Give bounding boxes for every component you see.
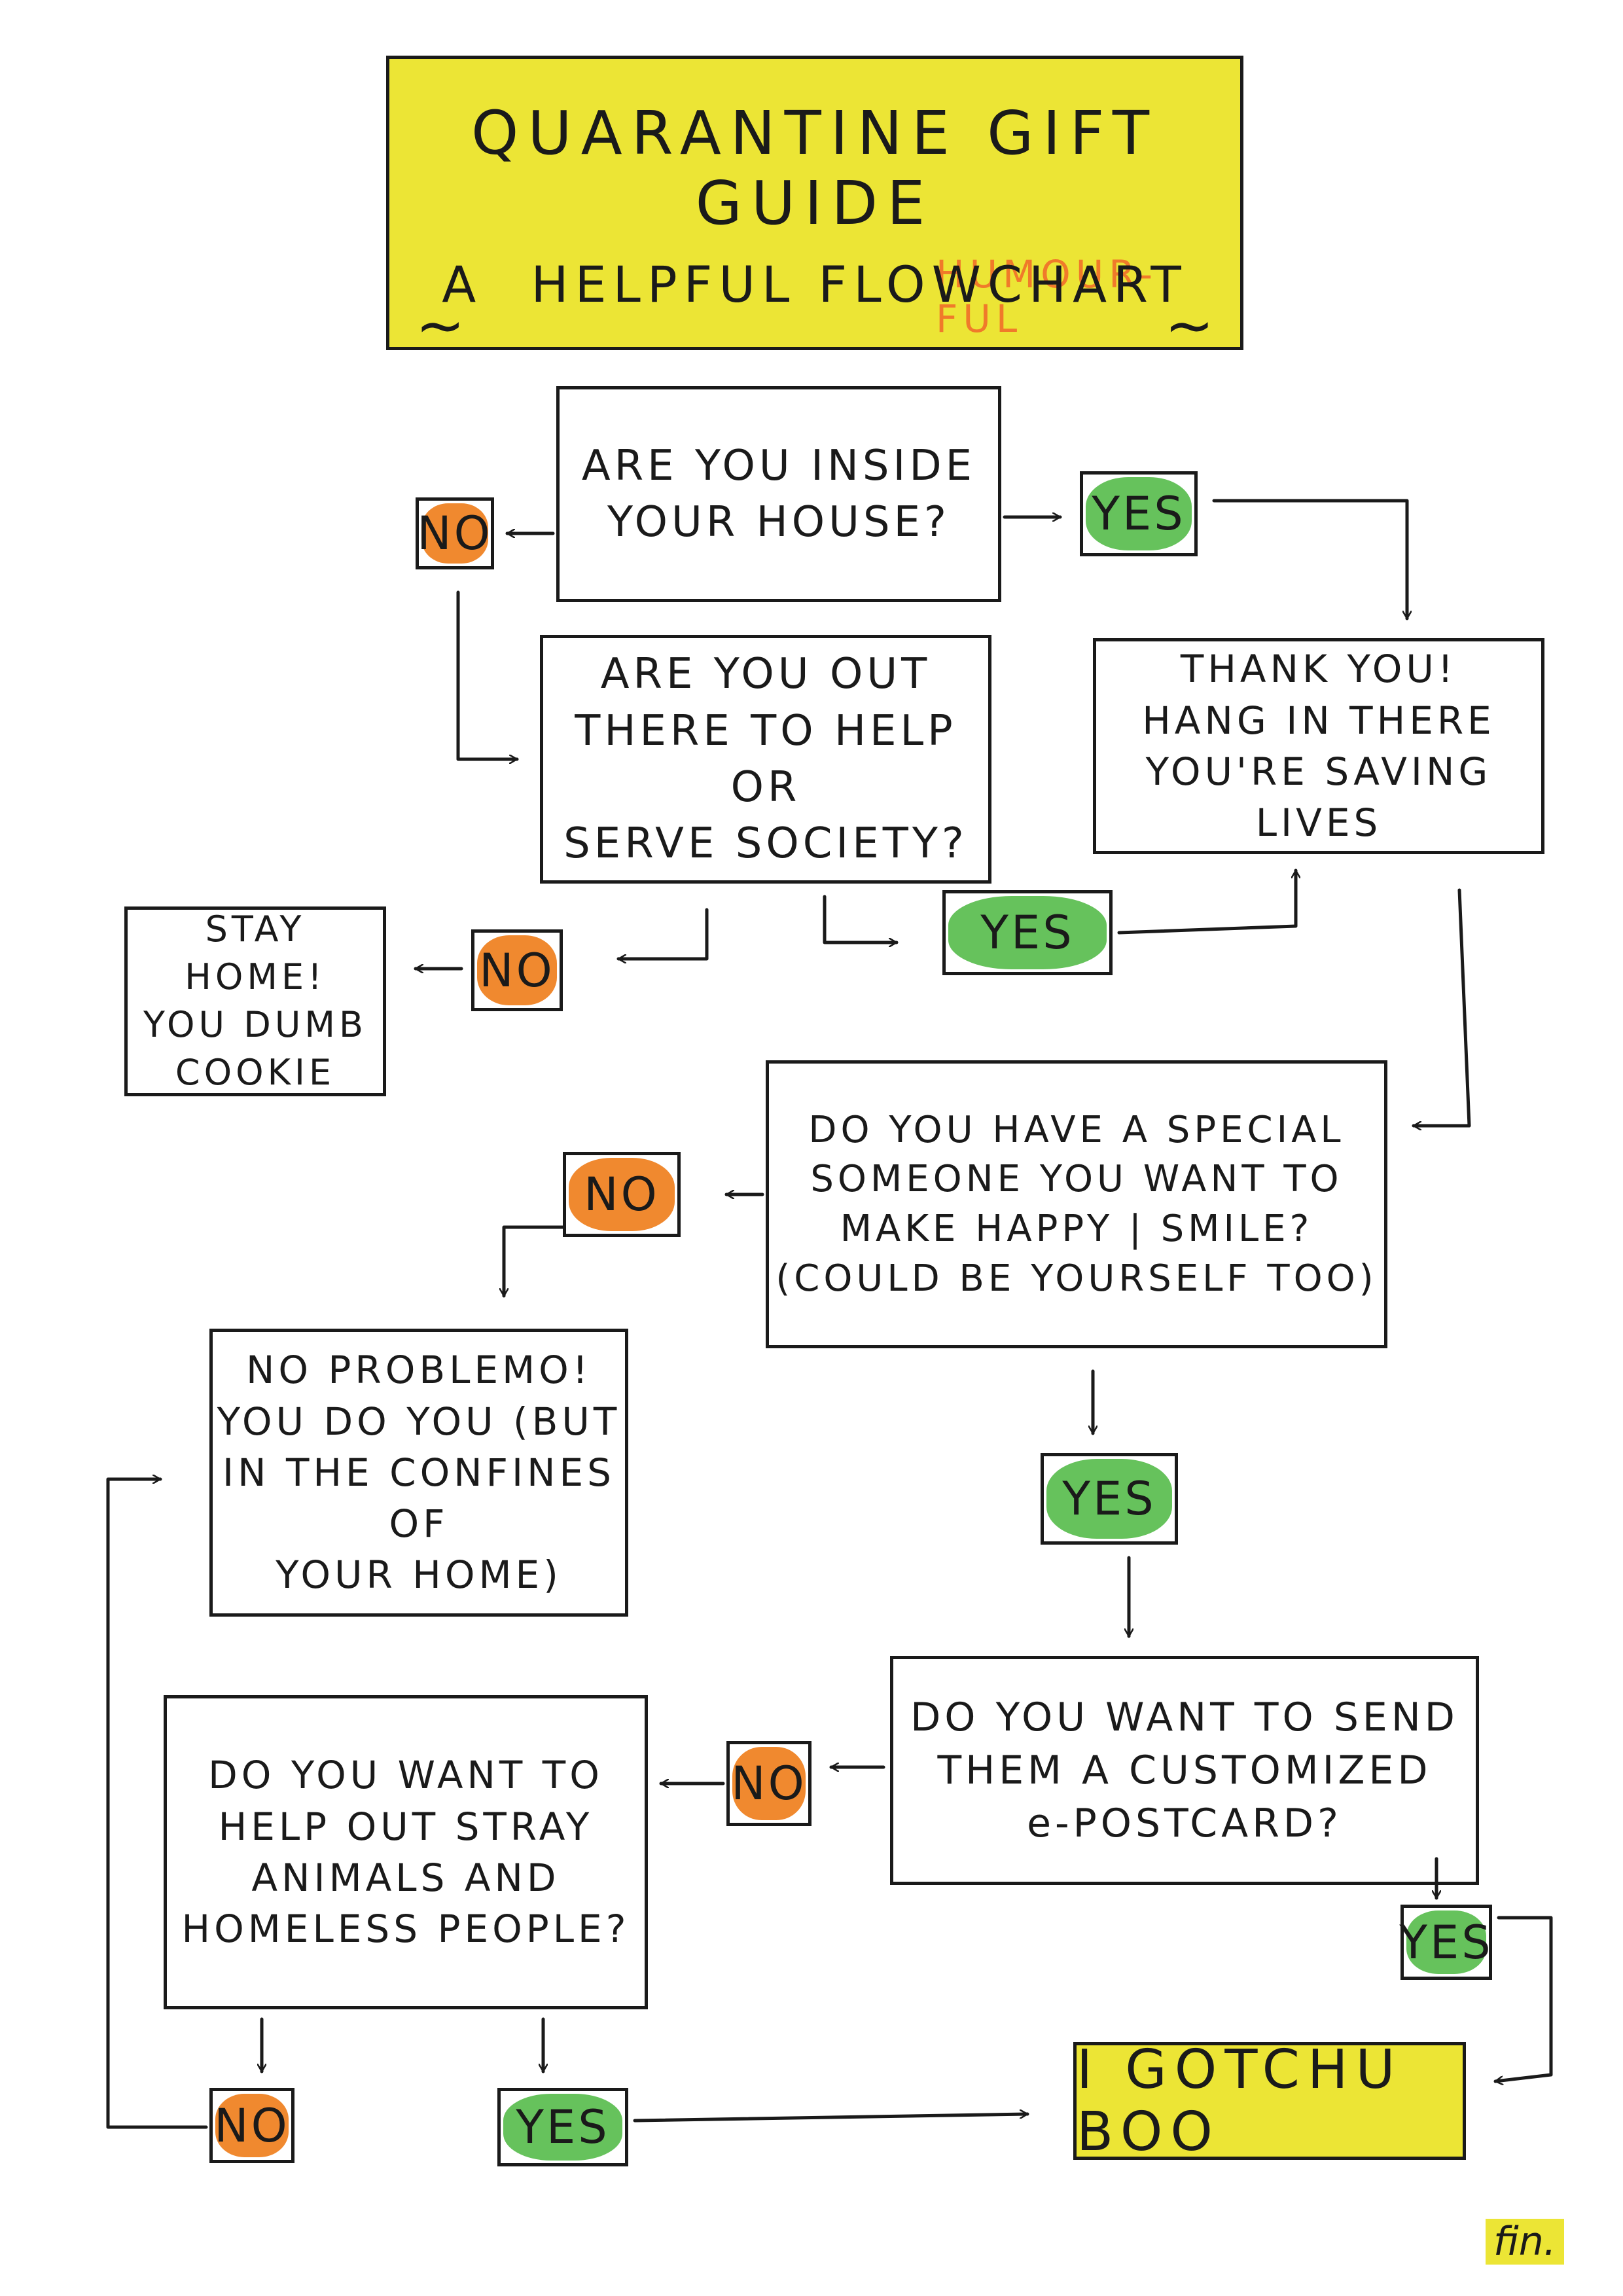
title-sub-text: HELPFUL FLOWCHART bbox=[531, 255, 1188, 314]
title-insert: HUMOUR-FUL bbox=[936, 252, 1158, 341]
title-box: QUARANTINE GIFT GUIDE HUMOUR-FUL A HELPF… bbox=[386, 56, 1243, 360]
title-main: QUARANTINE GIFT GUIDE bbox=[471, 98, 1159, 238]
node-special-someone: DO YOU HAVE A SPECIAL SOMEONE YOU WANT T… bbox=[766, 1060, 1387, 1348]
badge-no-1: NO bbox=[416, 497, 494, 569]
edge-q2-yes bbox=[823, 895, 899, 942]
badge-no-5: NO bbox=[209, 2088, 294, 2163]
node-line: YOU DUMB bbox=[143, 1004, 367, 1045]
badge-yes-1: YES bbox=[1080, 471, 1198, 556]
node-no-problemo: NO PROBLEMO! YOU DO YOU (BUT IN THE CONF… bbox=[209, 1329, 628, 1617]
badge-yes-5: YES bbox=[497, 2088, 628, 2166]
node-line: THANK YOU! bbox=[1180, 647, 1457, 692]
edge-yes5-gotchu bbox=[633, 2114, 1029, 2123]
badge-yes-4: YES bbox=[1399, 1905, 1492, 1980]
edge-yes2-thank bbox=[1117, 869, 1296, 935]
title-prefix: A bbox=[442, 255, 483, 314]
node-line: ARE YOU OUT bbox=[600, 650, 931, 699]
signoff: fin. bbox=[1486, 2219, 1564, 2265]
edge-no1-q2 bbox=[456, 590, 519, 759]
edge-yes4-gotchu bbox=[1493, 1916, 1553, 2081]
edge-no3-noproblemo bbox=[504, 1225, 565, 1298]
node-line: IN THE CONFINES OF bbox=[223, 1450, 615, 1547]
edge-no5-noproblemo bbox=[106, 1479, 208, 2129]
title-sub: A HELPFUL FLOWCHART bbox=[389, 255, 1240, 314]
edge-q2-no bbox=[616, 908, 709, 959]
node-line: ANIMALS AND bbox=[251, 1856, 560, 1900]
node-help-society: ARE YOU OUT THERE TO HELP OR SERVE SOCIE… bbox=[540, 635, 991, 884]
node-gotchu: I GOTCHU BOO bbox=[1073, 2039, 1466, 2163]
node-line: DO YOU WANT TO SEND bbox=[910, 1694, 1459, 1740]
tilde-left: ~ bbox=[416, 291, 465, 360]
node-stay-home: STAY HOME! YOU DUMB COOKIE bbox=[124, 906, 386, 1096]
node-line: ARE YOU INSIDE bbox=[581, 441, 976, 490]
node-line: DO YOU WANT TO bbox=[208, 1753, 603, 1798]
node-line: THEM A CUSTOMIZED bbox=[937, 1747, 1432, 1793]
node-stray-animals: DO YOU WANT TO HELP OUT STRAY ANIMALS AN… bbox=[164, 1695, 648, 2009]
node-thank-you: THANK YOU! HANG IN THERE YOU'RE SAVING L… bbox=[1093, 638, 1544, 854]
node-line: (COULD BE YOURSELF TOO) bbox=[776, 1257, 1378, 1300]
node-line: THERE TO HELP OR bbox=[575, 706, 957, 812]
node-line: HANG IN THERE bbox=[1142, 698, 1495, 743]
node-line: YOU DO YOU (BUT bbox=[217, 1399, 621, 1444]
node-line: SERVE SOCIETY? bbox=[563, 819, 968, 869]
node-line: COOKIE bbox=[175, 1051, 336, 1093]
node-line: SOMEONE YOU WANT TO bbox=[810, 1158, 1343, 1201]
node-line: YOU'RE SAVING LIVES bbox=[1145, 749, 1492, 846]
node-line: HELP OUT STRAY bbox=[218, 1804, 594, 1849]
node-line: DO YOU HAVE A SPECIAL bbox=[808, 1108, 1345, 1151]
node-line: NO PROBLEMO! bbox=[245, 1348, 592, 1393]
node-inside-house: ARE YOU INSIDE YOUR HOUSE? bbox=[556, 386, 1001, 602]
edge-thank-special bbox=[1412, 888, 1471, 1126]
node-line: HOMELESS PEOPLE? bbox=[181, 1907, 630, 1952]
badge-no-2: NO bbox=[471, 929, 563, 1011]
edge-yes1-thank bbox=[1212, 499, 1407, 620]
tilde-right: ~ bbox=[1164, 291, 1214, 360]
node-line: STAY HOME! bbox=[185, 908, 326, 998]
badge-yes-3: YES bbox=[1041, 1453, 1178, 1545]
node-line: YOUR HOME) bbox=[276, 1552, 562, 1598]
badge-yes-2: YES bbox=[942, 890, 1113, 975]
node-e-postcard: DO YOU WANT TO SEND THEM A CUSTOMIZED e-… bbox=[890, 1656, 1479, 1885]
badge-no-3: NO bbox=[563, 1152, 681, 1237]
node-line: e-POSTCARD? bbox=[1027, 1800, 1342, 1846]
badge-no-4: NO bbox=[726, 1741, 812, 1826]
node-line: MAKE HAPPY | SMILE? bbox=[840, 1208, 1313, 1250]
node-line: YOUR HOUSE? bbox=[607, 498, 950, 547]
